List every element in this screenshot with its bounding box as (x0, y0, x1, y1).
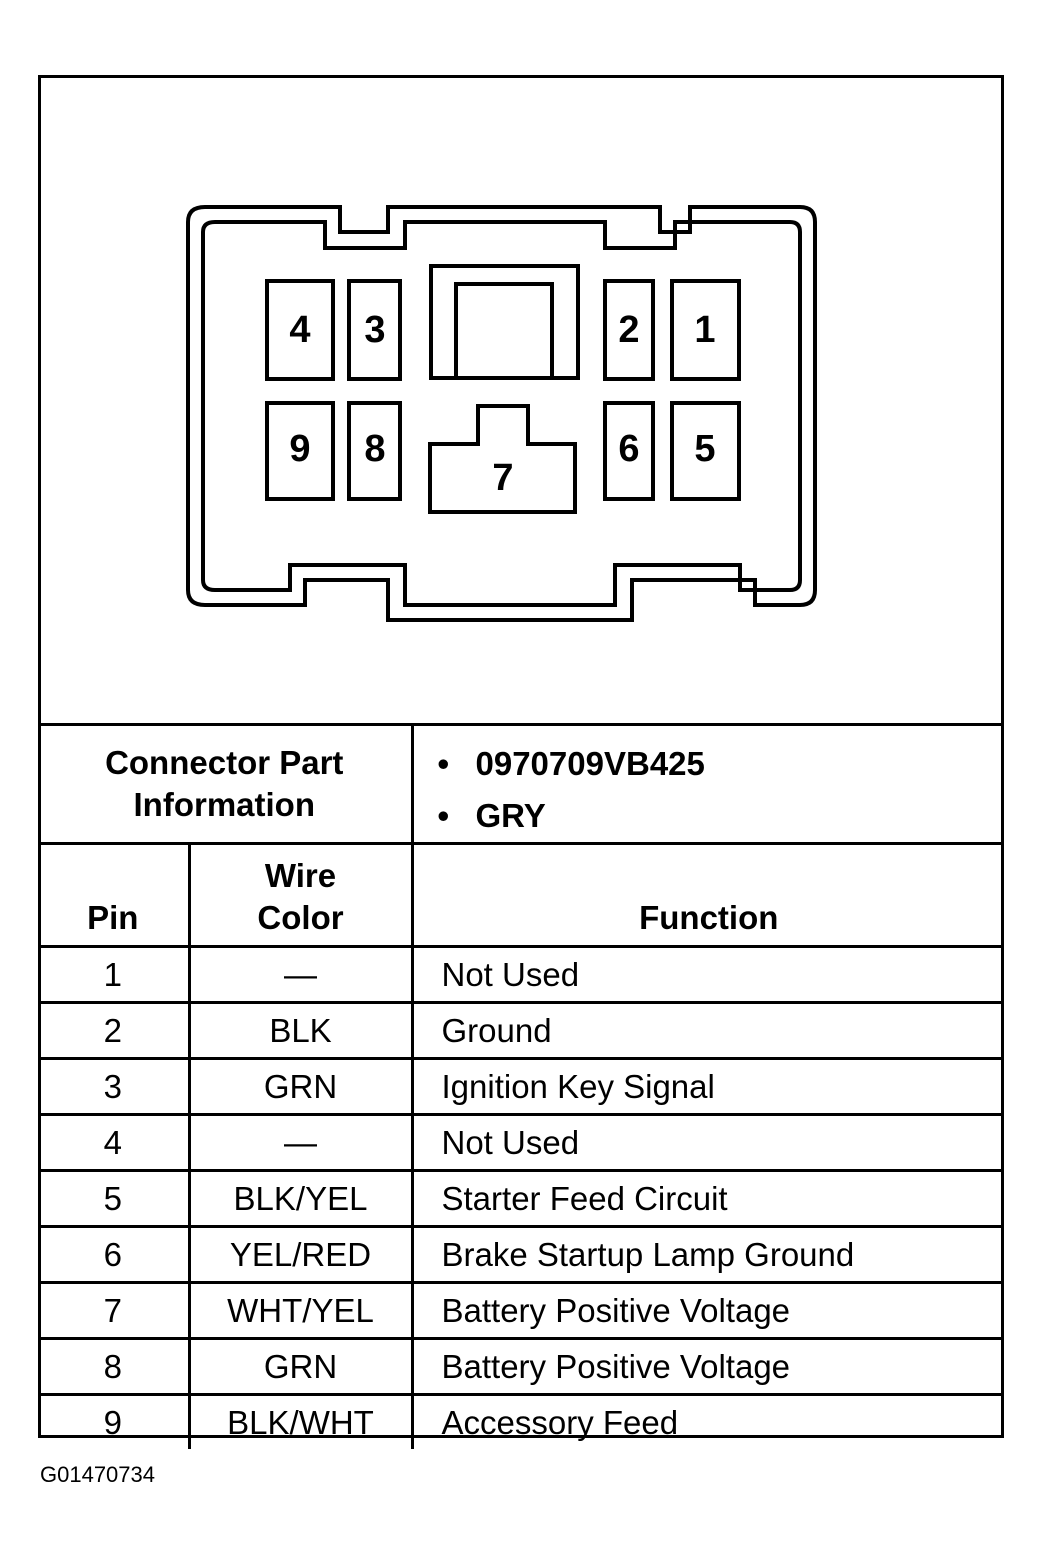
pin-label: 6 (618, 428, 639, 470)
cavity-9 (265, 401, 335, 501)
table-row: 5 BLK/YEL Starter Feed Circuit (38, 1169, 1004, 1228)
connector-info-row: Connector Part Information 0970709VB425 … (38, 723, 1005, 845)
connector-info-label-line2: Information (133, 786, 315, 823)
part-number: 0970709VB425 (438, 738, 1005, 790)
cavity-1 (670, 279, 741, 381)
cell-pin: 3 (38, 1057, 191, 1116)
table-row: 7 WHT/YEL Battery Positive Voltage (38, 1281, 1004, 1340)
pin-label: 7 (492, 457, 513, 499)
header-wire-color-line1: Wire (264, 857, 337, 894)
cavity-5 (670, 401, 741, 501)
pin-label: 9 (289, 428, 310, 470)
cell-function: Starter Feed Circuit (410, 1169, 1004, 1228)
table-row: 3 GRN Ignition Key Signal (38, 1057, 1004, 1116)
cell-function: Not Used (410, 1113, 1004, 1172)
cell-function: Battery Positive Voltage (410, 1281, 1004, 1340)
cell-wire-color: GRN (187, 1057, 414, 1116)
connector-info-label-line1: Connector Part (105, 744, 344, 781)
cell-wire-color: GRN (187, 1337, 414, 1396)
cell-wire-color: YEL/RED (187, 1225, 414, 1284)
pin-label: 5 (694, 428, 715, 470)
pin-label: 8 (364, 428, 385, 470)
table-row: 2 BLK Ground (38, 1001, 1004, 1060)
cavity-4 (265, 279, 335, 381)
cell-wire-color: BLK/YEL (187, 1169, 414, 1228)
connector-color: GRY (438, 790, 1005, 842)
cell-function: Ground (410, 1001, 1004, 1060)
cavity-8 (347, 401, 402, 501)
pin-label: 3 (364, 309, 385, 351)
table-row: 4 — Not Used (38, 1113, 1004, 1172)
connector-housing-inner (201, 220, 802, 607)
cell-pin: 2 (38, 1001, 191, 1060)
header-pin: Pin (38, 842, 191, 948)
cell-pin: 9 (38, 1393, 191, 1449)
cell-function: Accessory Feed (410, 1393, 1004, 1449)
cavity-3 (347, 279, 402, 381)
pinout-table: Connector Part Information 0970709VB425 … (38, 723, 1004, 1449)
cell-wire-color: BLK/WHT (187, 1393, 414, 1449)
table-row: 9 BLK/WHT Accessory Feed (38, 1393, 1004, 1449)
table-row: 8 GRN Battery Positive Voltage (38, 1337, 1004, 1396)
cell-pin: 4 (38, 1113, 191, 1172)
cell-pin: 8 (38, 1337, 191, 1396)
cell-function: Ignition Key Signal (410, 1057, 1004, 1116)
pin-label: 1 (694, 309, 715, 351)
connector-info-values: 0970709VB425 GRY (410, 723, 1005, 845)
cell-wire-color: BLK (187, 1001, 414, 1060)
cell-wire-color: — (187, 945, 414, 1004)
connector-housing-outer (186, 205, 817, 622)
pin-label: 4 (289, 309, 310, 351)
cavity-7 (428, 404, 577, 514)
cell-function: Not Used (410, 945, 1004, 1004)
cell-pin: 7 (38, 1281, 191, 1340)
cell-function: Battery Positive Voltage (410, 1337, 1004, 1396)
cavity-6 (603, 401, 655, 501)
center-key-slot-inner (454, 282, 554, 380)
figure-id: G01470734 (40, 1462, 155, 1487)
cavity-2 (603, 279, 655, 381)
table-header-row: Pin Wire Color Function (38, 842, 1004, 948)
connector-info-label: Connector Part Information (38, 723, 414, 845)
cell-pin: 1 (38, 945, 191, 1004)
table-row: 1 — Not Used (38, 945, 1004, 1004)
cell-pin: 6 (38, 1225, 191, 1284)
cell-wire-color: WHT/YEL (187, 1281, 414, 1340)
header-wire-color: Wire Color (187, 842, 414, 948)
connector-face-diagram: 4 3 2 1 9 8 7 6 5 (186, 205, 817, 622)
cell-pin: 5 (38, 1169, 191, 1228)
header-wire-color-line2: Color (257, 899, 344, 936)
header-function: Function (410, 842, 1004, 948)
cell-function: Brake Startup Lamp Ground (410, 1225, 1004, 1284)
table-row: 6 YEL/RED Brake Startup Lamp Ground (38, 1225, 1004, 1284)
pin-label: 2 (618, 309, 639, 351)
cell-wire-color: — (187, 1113, 414, 1172)
